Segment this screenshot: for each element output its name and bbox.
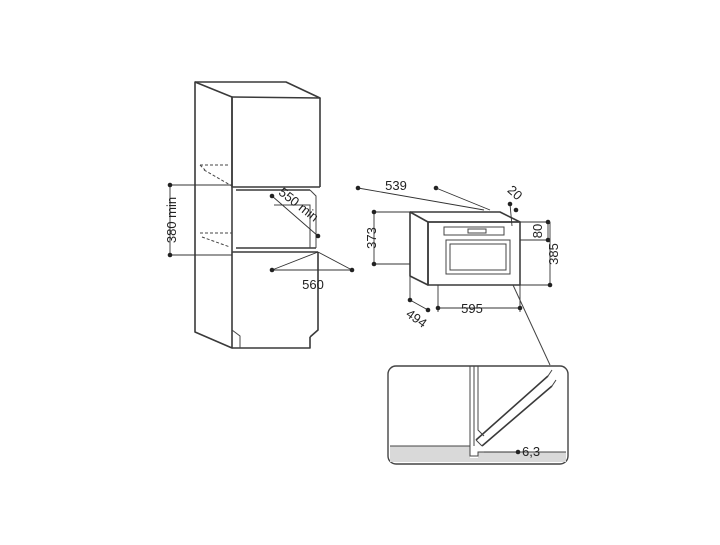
label-6-3: 6,3 <box>522 444 540 459</box>
dimension-539: 539 <box>355 178 491 211</box>
label-560: 560 <box>302 277 324 292</box>
label-80: 80 <box>530 224 545 238</box>
label-385: 385 <box>546 243 561 265</box>
dimension-373: 373 <box>364 209 410 267</box>
label-539: 539 <box>385 178 407 193</box>
oven-appliance <box>409 211 521 286</box>
dimension-80: 80 <box>520 219 551 243</box>
label-595: 595 <box>461 301 483 316</box>
dimension-595: 595 <box>435 285 523 316</box>
dimension-380-min: 380 min <box>164 182 232 258</box>
label-380-min: 380 min <box>164 197 179 243</box>
detail-leader-line <box>512 284 551 366</box>
detail-inset: 6,3 <box>387 365 569 465</box>
tall-cabinet <box>194 81 321 349</box>
dimension-385: 385 <box>520 222 561 288</box>
dimension-550-min: 550 min <box>269 184 322 239</box>
dimension-560: 560 <box>269 251 355 292</box>
label-20: 20 <box>505 182 526 203</box>
label-373: 373 <box>364 227 379 249</box>
